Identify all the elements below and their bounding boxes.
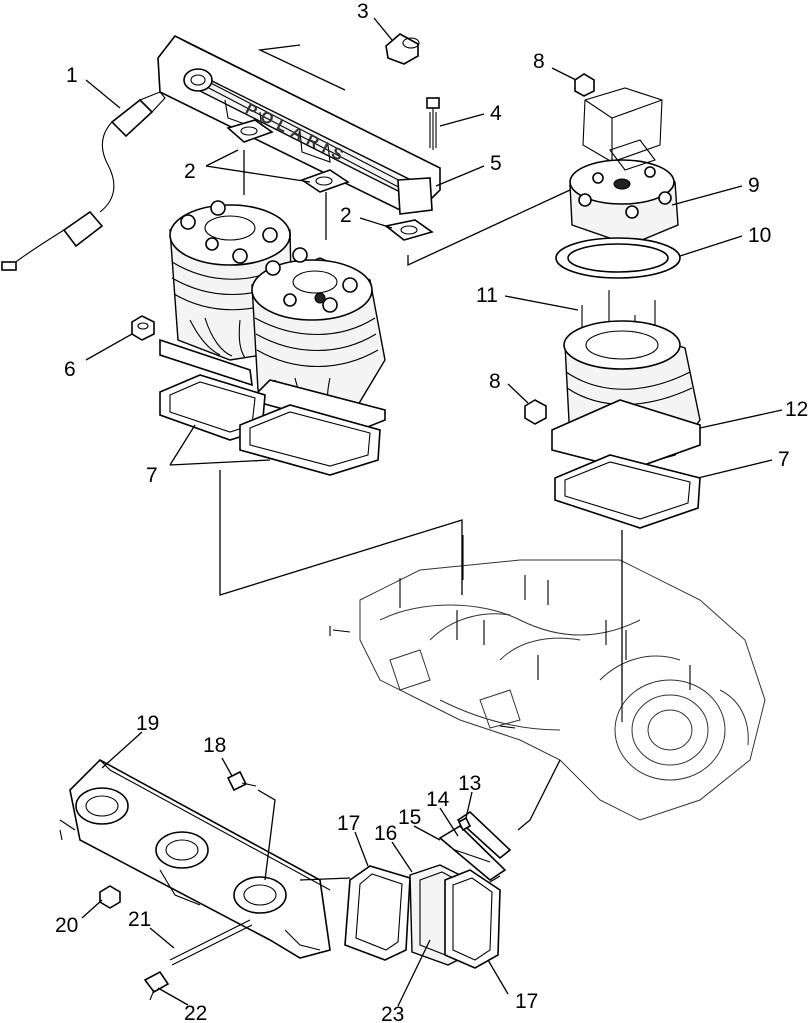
callout-6: 6 — [64, 358, 76, 381]
callout-2a: 2 — [184, 160, 196, 183]
callout-18: 18 — [203, 734, 226, 757]
pin — [169, 919, 253, 966]
base-gaskets-left — [159, 374, 381, 476]
temperature-sensor — [1, 91, 166, 271]
bolt — [426, 97, 440, 150]
outlet-gaskets — [226, 119, 434, 241]
callout-leaders — [81, 17, 783, 1007]
callout-13: 13 — [458, 772, 481, 795]
callout-8a: 8 — [533, 50, 545, 73]
nut-mid-right — [524, 399, 547, 425]
assembly-lines — [219, 44, 623, 883]
callout-19: 19 — [136, 712, 159, 735]
nut-intake — [99, 885, 121, 909]
intake-manifold — [59, 759, 331, 959]
crankcase — [329, 535, 766, 821]
callout-8b: 8 — [489, 370, 501, 393]
callout-7a: 7 — [146, 464, 158, 487]
callout-9: 9 — [748, 174, 760, 197]
callout-7b: 7 — [778, 448, 790, 471]
callout-5: 5 — [490, 152, 502, 175]
callout-labels: 1 2 2 3 4 5 6 7 7 8 8 9 10 11 12 13 14 1… — [55, 0, 808, 1023]
screw — [226, 770, 257, 792]
reed-valve-assembly — [344, 864, 501, 969]
cylinder-right — [551, 320, 701, 471]
callout-12: 12 — [785, 398, 808, 421]
nut-top-right — [574, 73, 595, 97]
callout-10: 10 — [748, 224, 771, 247]
cylinder-front — [248, 247, 386, 431]
base-gasket-right — [554, 454, 701, 529]
callout-11: 11 — [476, 284, 498, 307]
head-oring — [555, 237, 681, 279]
callout-1: 1 — [66, 64, 78, 87]
callout-4: 4 — [490, 102, 502, 125]
callout-23: 23 — [381, 1003, 404, 1023]
nut-left — [131, 315, 155, 341]
screw-small — [457, 816, 472, 832]
cylinder-head — [569, 139, 679, 246]
callout-16: 16 — [374, 822, 397, 845]
plug — [385, 33, 420, 65]
callout-14: 14 — [426, 788, 450, 811]
callout-15: 15 — [398, 806, 421, 829]
callout-2b: 2 — [340, 204, 352, 227]
callout-17b: 17 — [515, 990, 538, 1013]
callout-22: 22 — [184, 1002, 207, 1023]
fitting — [143, 970, 170, 1001]
callout-17a: 17 — [337, 812, 360, 835]
head-cover-manifold: POLARIS — [157, 34, 441, 215]
callout-3: 3 — [357, 0, 369, 23]
reed-petals — [438, 810, 512, 881]
callout-20: 20 — [55, 914, 78, 937]
cylinder-head-cover — [582, 87, 663, 163]
callout-21: 21 — [128, 908, 151, 931]
